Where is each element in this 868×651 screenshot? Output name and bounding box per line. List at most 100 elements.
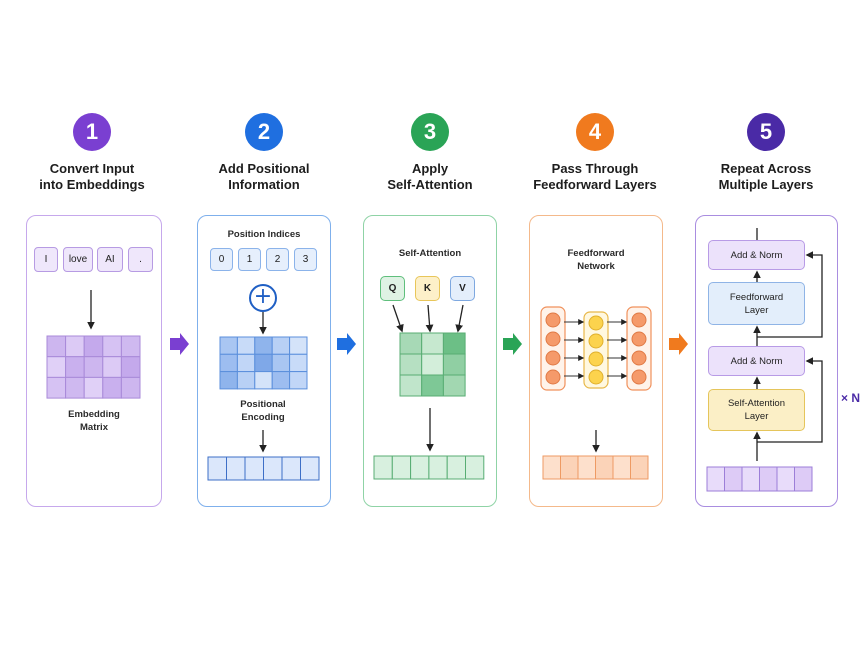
query-arrow [392,304,404,333]
step-4-title: Pass Through Feedforward Layers [515,161,675,193]
plus-icon: + [249,284,277,312]
ffn-label-line2: Network [577,261,615,272]
matrix-cell [102,376,122,399]
positional-caption-line2: Encoding [241,412,285,423]
matrix-cell [794,466,813,492]
matrix-cell [207,456,227,481]
matrix-cell [65,356,85,378]
matrix-cell [706,466,725,492]
ffn-diagram [540,306,652,391]
position-index: 1 [238,248,261,271]
input-neuron [545,331,561,347]
step-5-badge: 5 [747,113,785,151]
sa-layer-line2: Layer [744,411,769,422]
attention-matrix [399,332,466,397]
matrix-cell [219,336,238,355]
feedforward-layer-block: Feedforward Layer [708,282,805,325]
matrix-cell [219,371,238,390]
matrix-cell [83,356,104,378]
matrix-cell [120,356,141,378]
step-2-title: Add Positional Information [184,161,344,193]
token-chip: I [34,247,58,272]
matrix-cell [776,466,795,492]
matrix-cell [236,371,256,390]
matrix-cell [373,455,393,480]
step-4-title-line2: Feedforward Layers [533,177,657,192]
matrix-cell [226,456,246,481]
matrix-cell [421,353,444,376]
matrix-cell [236,353,256,373]
hidden-layer-frame [583,311,609,389]
step-2-title-line1: Add Positional [218,161,310,176]
matrix-cell [263,456,283,481]
matrix-cell [421,374,444,397]
matrix-cell [271,353,291,373]
matrix-cell [542,455,561,480]
embedding-matrix-caption: Embedding Matrix [46,408,142,434]
input-layer-frame [540,306,566,391]
output-neuron [631,312,647,328]
matrix-cell [65,376,85,399]
position-index: 2 [266,248,289,271]
step-4-badge: 4 [576,113,614,151]
matrix-cell [289,336,308,355]
matrix-cell [442,353,466,376]
value-arrow [455,304,464,333]
embedding-caption-line1: Embedding [68,409,120,420]
self-attention-label: Self-Attention [398,248,462,259]
matrix-cell [759,466,778,492]
matrix-cell [271,371,291,390]
matrix-cell [236,336,256,355]
add-norm-top-label: Add & Norm [730,249,783,261]
hidden-neuron [588,315,604,331]
matrix-cell [421,332,444,355]
step-2-badge: 2 [245,113,283,151]
embedding-caption-line2: Matrix [80,422,108,433]
matrix-cell [724,466,743,492]
matrix-cell [300,456,320,481]
matrix-cell [428,455,448,480]
query-box: Q [380,276,405,301]
matrix-cell [254,336,273,355]
matrix-cell [102,356,122,378]
step-2-title-line2: Information [228,177,300,192]
matrix-cell [741,466,760,492]
matrix-cell [399,332,423,355]
position-index: 0 [210,248,233,271]
matrix-cell [577,455,596,480]
matrix-cell [219,353,238,373]
step-5-title-line2: Multiple Layers [718,177,814,192]
positional-output-vector [207,456,320,481]
step-arrow-icon [503,333,522,355]
matrix-cell [399,353,423,376]
positional-caption-line1: Positional [240,399,286,410]
step-3-title-line1: Apply [411,161,449,176]
matrix-cell [102,335,122,358]
matrix-cell [46,335,67,358]
step-1-title-line2: into Embeddings [39,177,145,192]
step-arrow-icon [170,333,189,355]
ff-layer-line1: Feedforward [729,291,784,303]
add-norm-bottom-block: Add & Norm [708,346,805,376]
matrix-cell [446,455,467,480]
step-3-title: Apply Self-Attention [350,161,510,193]
add-norm-bottom-label: Add & Norm [730,355,783,367]
add-norm-top-block: Add & Norm [708,240,805,270]
matrix-cell [83,335,104,358]
matrix-cell [83,376,104,399]
matrix-cell [595,455,614,480]
key-box: K [415,276,440,301]
matrix-cell [46,376,67,399]
step-5-title-line1: Repeat Across [720,161,812,176]
token-chip: AI [97,247,123,272]
step-1-title: Convert Input into Embeddings [12,161,172,193]
positional-encoding-caption: Positional Encoding [215,398,311,424]
step-5-title: Repeat Across Multiple Layers [686,161,846,193]
key-arrow [425,304,434,333]
self-attention-layer-block: Self-Attention Layer [708,389,805,431]
matrix-cell [399,374,423,397]
matrix-cell [244,456,264,481]
matrix-cell [465,455,485,480]
position-indices-label: Position Indices [227,229,301,240]
matrix-cell [560,455,579,480]
